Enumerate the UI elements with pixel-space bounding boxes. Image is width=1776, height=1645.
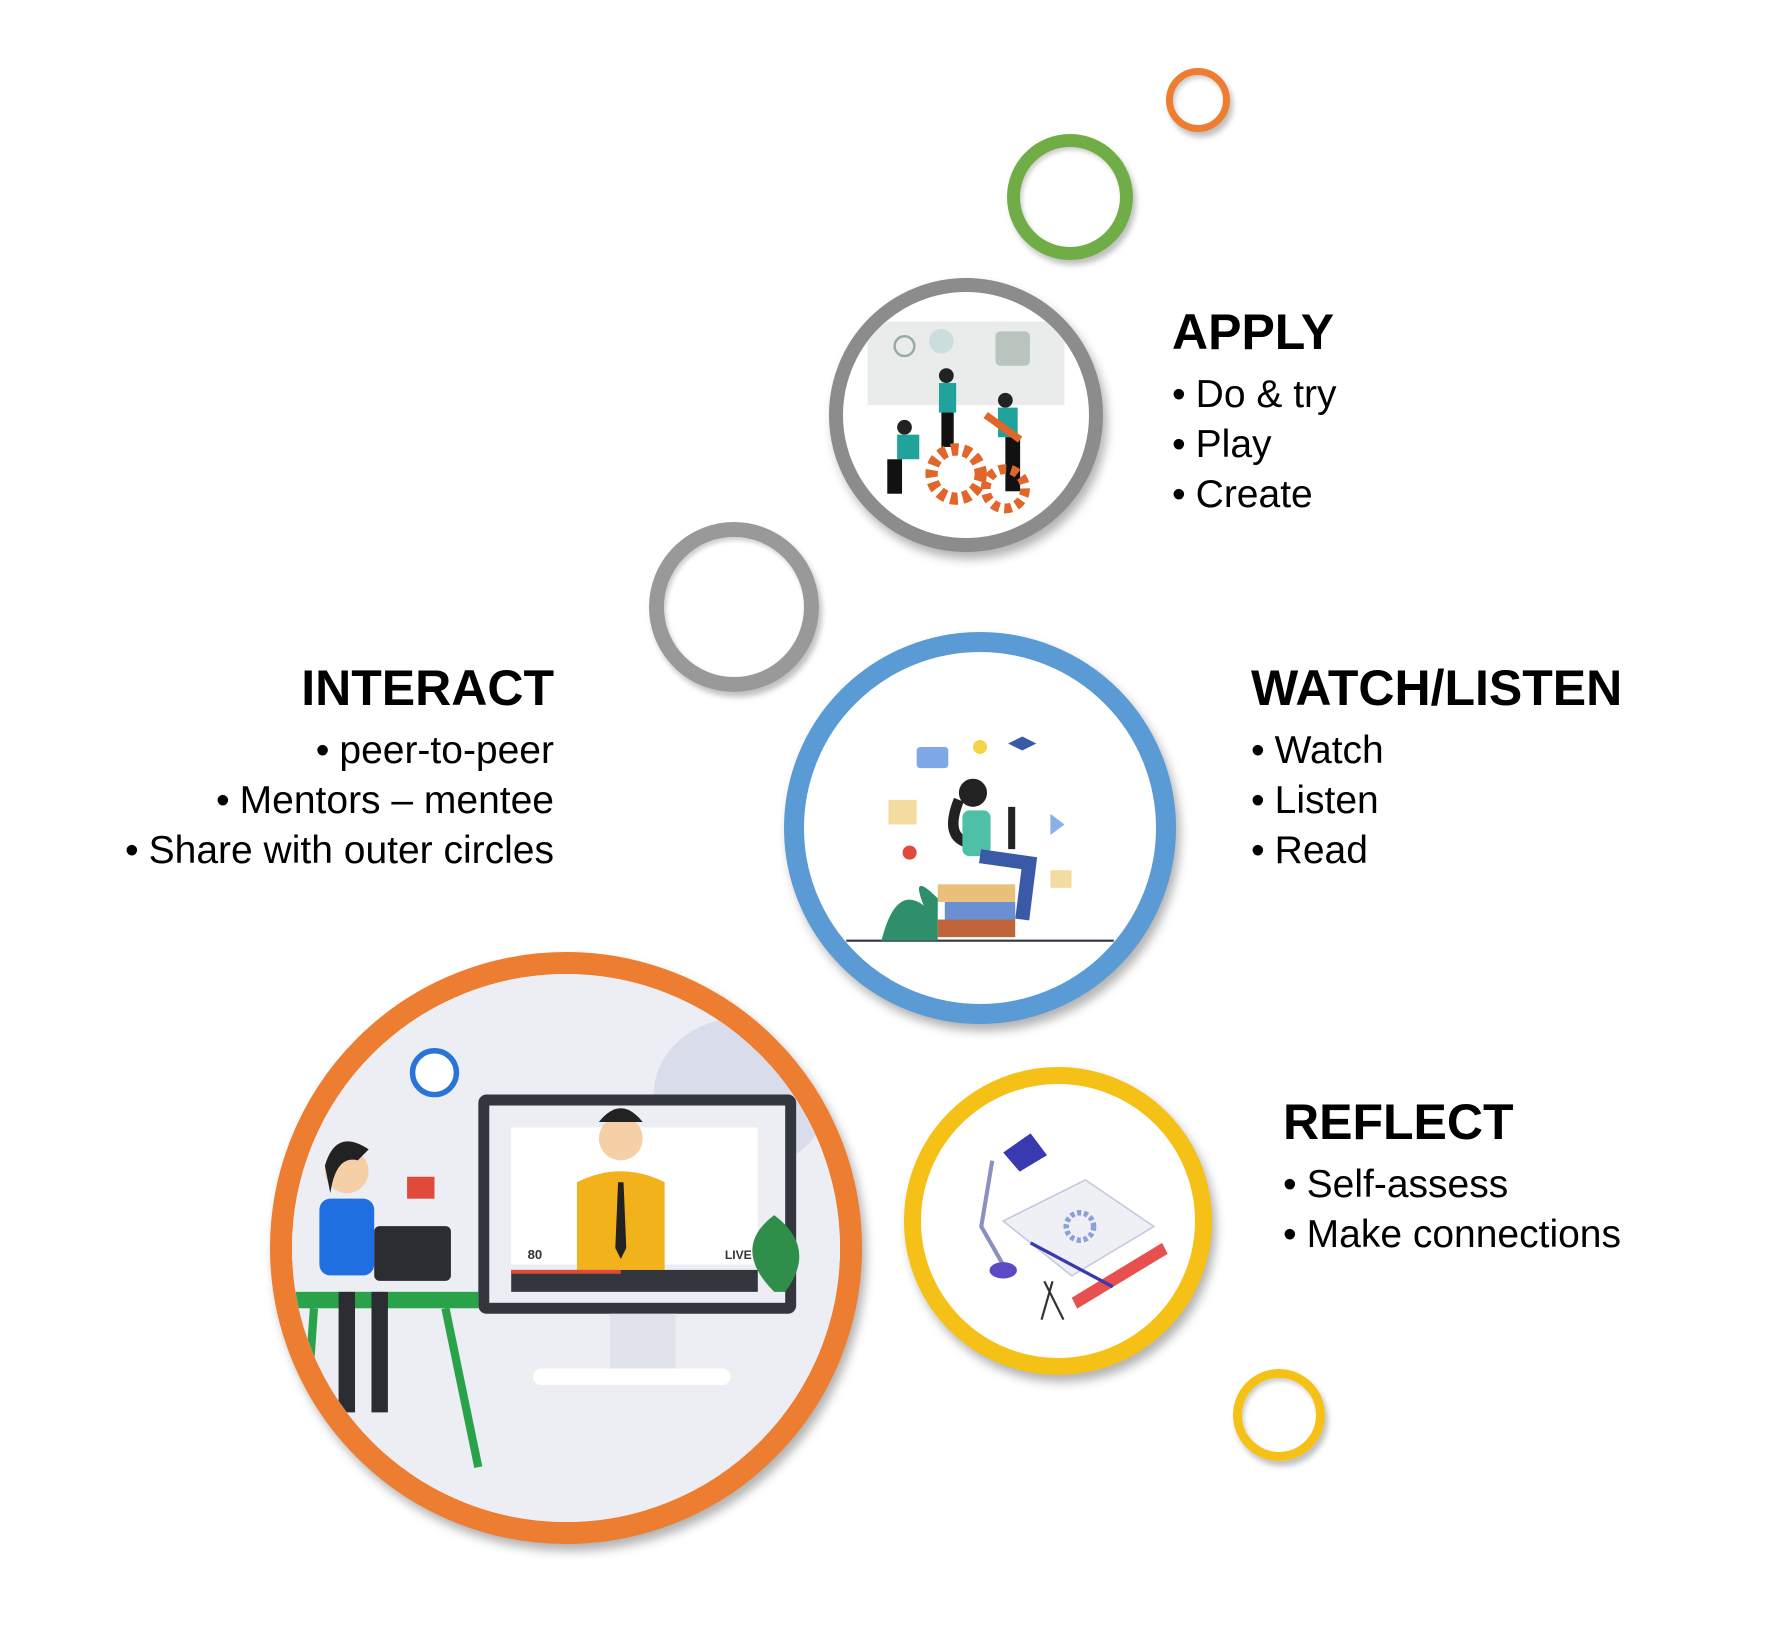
reflect-title: REFLECT: [1283, 1094, 1514, 1150]
apply-illustration: [829, 278, 1103, 552]
watch-listen-section: WATCH/LISTEN Watch Listen Read: [1251, 658, 1622, 876]
interact-section: INTERACT peer-to-peer Mentors – mentee S…: [125, 658, 554, 876]
apply-item: Create: [1172, 470, 1337, 520]
reflect-item: Make connections: [1283, 1210, 1621, 1260]
decorative-ring-orange: [1166, 68, 1230, 132]
viewer-count: 80: [528, 1247, 543, 1262]
reflect-item: Self-assess: [1283, 1160, 1621, 1210]
reflect-illustration: [904, 1067, 1212, 1375]
decorative-ring-green: [1007, 134, 1133, 260]
interact-item: peer-to-peer: [125, 726, 554, 776]
decorative-ring-gray: [649, 522, 819, 692]
apply-section: APPLY Do & try Play Create: [1172, 302, 1337, 520]
watch-listen-item: Watch: [1251, 726, 1622, 776]
watch-listen-title: WATCH/LISTEN: [1251, 660, 1623, 716]
interact-title: INTERACT: [301, 660, 554, 716]
watch-listen-illustration: [784, 632, 1176, 1024]
watch-listen-item: Listen: [1251, 776, 1622, 826]
decorative-ring-yellow: [1233, 1369, 1325, 1461]
apply-title: APPLY: [1172, 304, 1335, 360]
watch-listen-item: Read: [1251, 826, 1622, 876]
reflect-section: REFLECT Self-assess Make connections: [1283, 1092, 1621, 1260]
live-badge: LIVE: [725, 1248, 752, 1262]
interact-illustration: 80 LIVE: [270, 952, 862, 1544]
apply-item: Do & try: [1172, 370, 1337, 420]
interact-item: Mentors – mentee: [125, 776, 554, 826]
apply-item: Play: [1172, 420, 1337, 470]
interact-item: Share with outer circles: [125, 826, 554, 876]
